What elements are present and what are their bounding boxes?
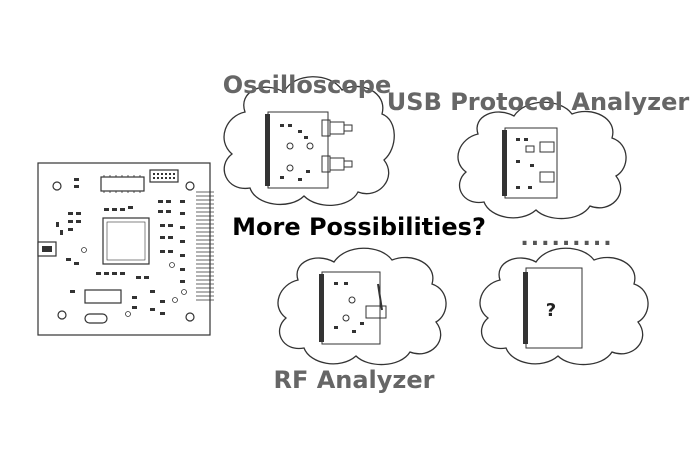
rf-analyzer-label: RF Analyzer: [273, 366, 434, 394]
rf-analyzer-module: [319, 271, 387, 345]
unknown-module-card: [523, 267, 583, 349]
center-question-label: More Possibilities?: [232, 213, 486, 241]
more-dots: .........: [520, 226, 613, 251]
main-board: [37, 162, 214, 336]
usb-analyzer-module: [502, 127, 558, 199]
unknown-module-label: ?: [546, 300, 556, 321]
usb-analyzer-label: USB Protocol Analyzer: [387, 88, 690, 116]
oscilloscope-cloud: [223, 76, 395, 207]
unknown-module-cloud: ?: [479, 247, 649, 366]
rf-analyzer-cloud: [277, 247, 447, 366]
oscilloscope-label: Oscilloscope: [223, 71, 392, 99]
oscilloscope-module: [265, 111, 353, 189]
usb-analyzer-cloud: [457, 101, 627, 220]
